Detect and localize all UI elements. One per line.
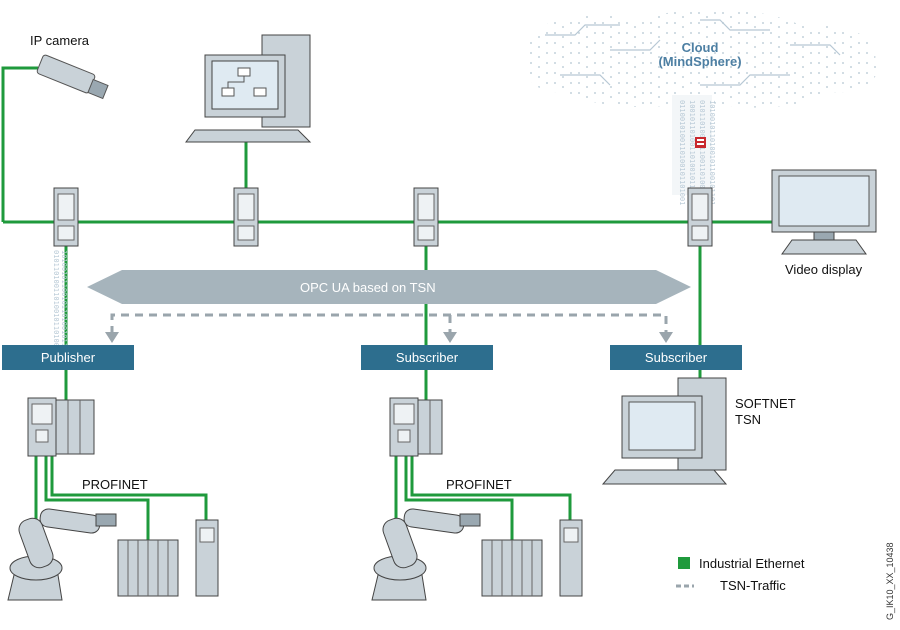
softnet-pc xyxy=(601,377,728,485)
switch-4 xyxy=(687,187,713,247)
robot-mid xyxy=(371,508,481,601)
switch-3 xyxy=(413,187,439,247)
io-station-left xyxy=(117,539,179,597)
subscriber-mid-label: Subscriber xyxy=(396,350,459,365)
profinet-left-label: PROFINET xyxy=(82,477,148,492)
legend: Industrial Ethernet TSN-Traffic xyxy=(676,556,805,593)
robot-left xyxy=(7,508,117,601)
cloud-label: Cloud xyxy=(682,40,719,55)
opc-ua-label: OPC UA based on TSN xyxy=(300,280,436,295)
firewall-icon xyxy=(695,137,706,148)
svg-text:0110010100110100101101001: 0110010100110100101101001 xyxy=(678,100,686,205)
svg-text:010110100110100101101001011: 010110100110100101101001011 xyxy=(52,250,60,364)
publisher-bar: Publisher xyxy=(2,345,134,370)
svg-text:0101101001011001101001011: 0101101001011001101001011 xyxy=(698,100,706,205)
legend-tsn-label: TSN-Traffic xyxy=(720,578,786,593)
ip-camera xyxy=(36,54,109,100)
cloud-mindsphere: Cloud (MindSphere) xyxy=(524,9,878,108)
tsn-traffic-lines xyxy=(110,313,668,334)
cloud-sublabel: (MindSphere) xyxy=(658,54,741,69)
drive-left xyxy=(195,519,219,597)
tsn-arrowheads xyxy=(105,332,673,343)
profinet-mid-label: PROFINET xyxy=(446,477,512,492)
video-display xyxy=(771,169,877,255)
svg-text:1010010110100101100101101: 1010010110100101100101101 xyxy=(708,100,716,205)
cloud-data-stream: 0110010100110100101101001 10010110100110… xyxy=(672,95,716,205)
softnet-sublabel: TSN xyxy=(735,412,761,427)
legend-ethernet-swatch xyxy=(678,557,690,569)
switch-1 xyxy=(53,187,79,247)
figure-code: G_IK10_XX_10438 xyxy=(885,542,895,620)
softnet-label: SOFTNET xyxy=(735,396,796,411)
io-station-mid xyxy=(481,539,543,597)
publisher-data-stream: 010110100110100101101001011 101001011001… xyxy=(52,250,68,364)
publisher-label: Publisher xyxy=(41,350,96,365)
subscriber-right-bar: Subscriber xyxy=(610,345,742,370)
switch-2 xyxy=(233,187,259,247)
subscriber-mid-bar: Subscriber xyxy=(361,345,493,370)
legend-ethernet-label: Industrial Ethernet xyxy=(699,556,805,571)
engineering-workstation xyxy=(185,34,312,143)
ip-camera-label: IP camera xyxy=(30,33,90,48)
opc-ua-arrow xyxy=(87,270,691,304)
svg-text:1001011010011010010110100: 1001011010011010010110100 xyxy=(688,100,696,205)
plc-publisher xyxy=(27,397,95,457)
svg-text:101001011001011010010110100: 101001011001011010010110100 xyxy=(60,250,68,364)
subscriber-right-label: Subscriber xyxy=(645,350,708,365)
plc-subscriber xyxy=(389,397,443,457)
video-display-label: Video display xyxy=(785,262,863,277)
drive-mid xyxy=(559,519,583,597)
